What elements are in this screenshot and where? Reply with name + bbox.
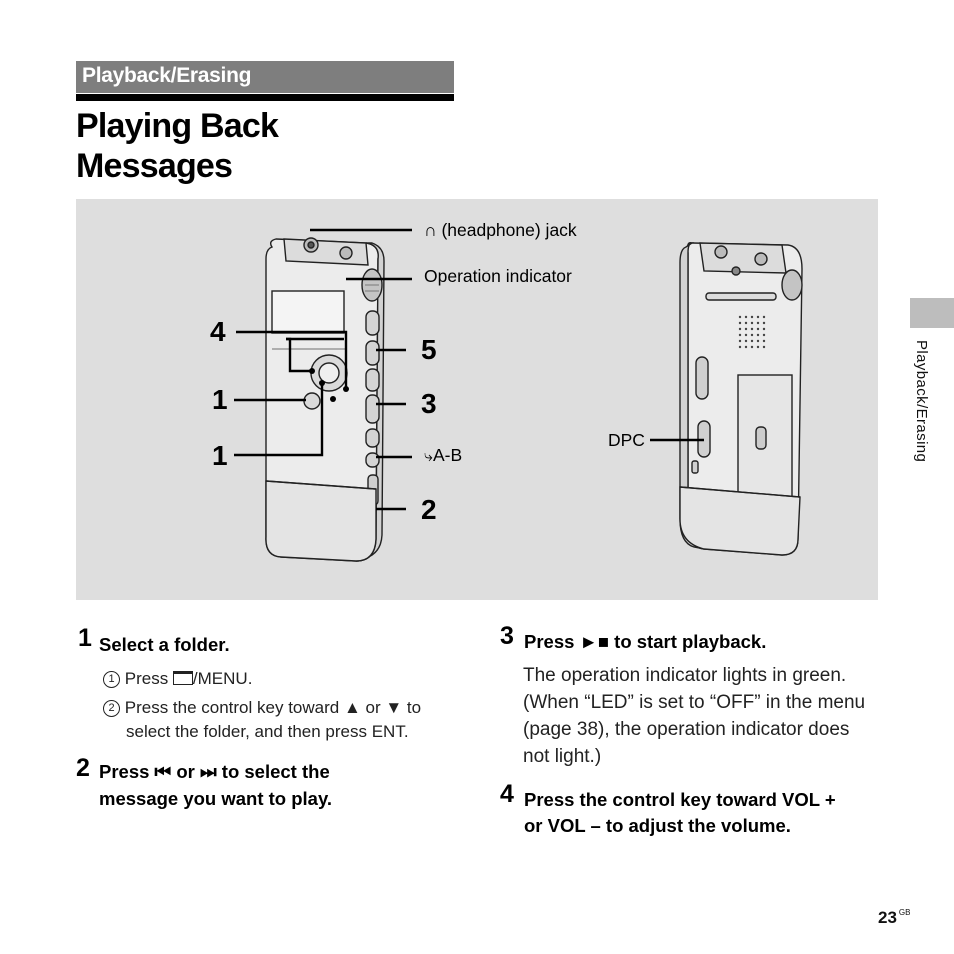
device-illustration-svg (234, 228, 803, 562)
figure-number-1-top: 1 (212, 384, 228, 415)
callout-dpc: DPC (608, 430, 645, 450)
step-4-line-1: Press the control key toward VOL + (524, 789, 836, 810)
repeat-icon: ⤷ (424, 448, 433, 465)
next-track-icon: ⏭ (199, 761, 217, 782)
step-2-line-1: Press ⏮ or ⏭ to select the (99, 761, 330, 782)
figure-number-4: 4 (210, 316, 226, 347)
step-2-line-2: message you want to play. (99, 788, 333, 809)
previous-track-icon: ⏮ (154, 761, 172, 782)
section-header-rule (76, 94, 454, 101)
section-header-bar (76, 61, 454, 93)
step-1-sub-1: 1 Press /MENU. (103, 667, 252, 691)
page-title-line-2: Messages (76, 147, 233, 185)
callout-leaders-front (234, 228, 412, 511)
sub-step-marker-1: 1 (103, 671, 120, 688)
device-illustration (76, 199, 878, 600)
figure-number-3: 3 (421, 388, 437, 419)
folder-icon (172, 671, 193, 685)
callout-operation-indicator: Operation indicator (424, 266, 572, 286)
callout-dots-front (309, 368, 349, 402)
callout-repeat-ab: ⤷A-B (424, 445, 462, 466)
callout-repeat-ab-label: A-B (432, 445, 463, 465)
figure-number-5: 5 (421, 334, 437, 365)
recorder-back-view (679, 242, 803, 556)
section-label: Playback/Erasing (82, 64, 252, 87)
step-3-number: 3 (500, 622, 514, 650)
chapter-tab-label: Playback/Erasing (913, 340, 930, 463)
figure-number-2: 2 (421, 494, 437, 525)
step-2-number: 2 (76, 754, 90, 782)
page-title: Playing Back Messages (76, 106, 416, 186)
step-3-body-3: (page 38), the operation indicator does (523, 719, 850, 740)
callout-headphone-jack: ∩ (headphone) jack (424, 220, 577, 240)
step-3-body-4: not light.) (523, 746, 602, 767)
step-3-body-2: (When “LED” is set to “OFF” in the menu (523, 692, 866, 713)
step-1-number: 1 (78, 624, 92, 652)
step-3-body-1: The operation indicator lights in green. (523, 665, 847, 686)
step-1-sub-2-cont: select the folder, and then press ENT. (126, 722, 409, 741)
play-stop-icon: ►■ (579, 631, 610, 652)
step-1-sub-2: 2 Press the control key toward ▲ or ▼ to (103, 696, 421, 720)
page-title-line-1: Playing Back (76, 107, 279, 145)
step-4-line-2: or VOL – to adjust the volume. (524, 815, 791, 836)
step-4-number: 4 (500, 780, 514, 808)
page-number-suffix: GB (898, 908, 911, 917)
step-3-heading: Press ►■ to start playback. (524, 631, 767, 652)
sub-step-marker-2: 2 (103, 700, 120, 717)
figure-number-1-bottom: 1 (212, 440, 228, 471)
chapter-tab (910, 298, 954, 328)
step-1-heading: Select a folder. (99, 634, 230, 655)
